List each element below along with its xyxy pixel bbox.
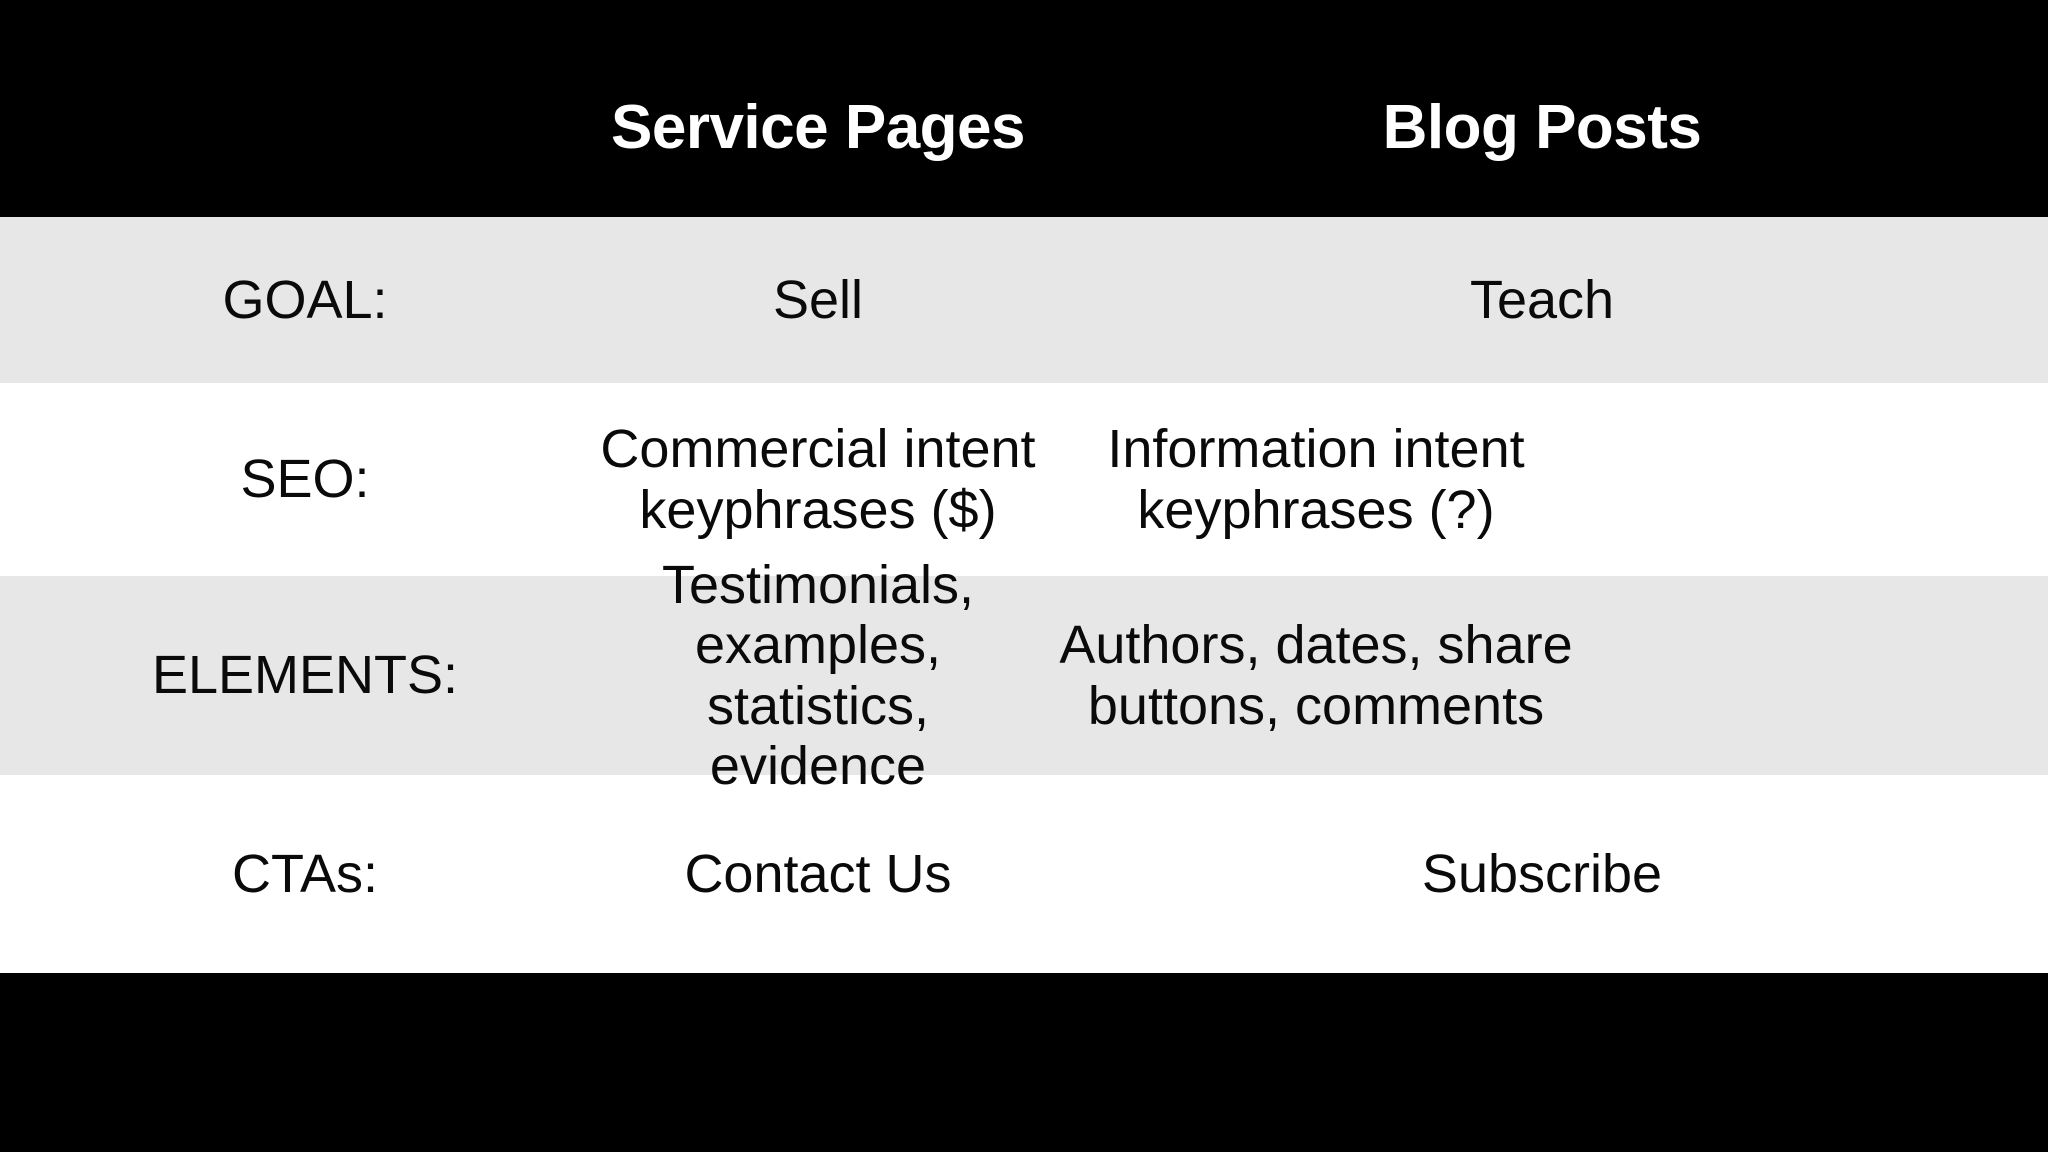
column-header-label (0, 159, 600, 217)
row-label-goal: GOAL: (222, 269, 388, 330)
row-label-ctas: CTAs: (232, 843, 378, 904)
cell-seo-blog-posts: Information intent keyphrases (?) (1107, 419, 1525, 540)
table-header-row: Service Pages Blog Posts (0, 0, 2048, 217)
row-label-seo: SEO: (240, 449, 370, 510)
cell-elements-service-pages: Testimonials, examples, statistics, evid… (661, 554, 975, 796)
table-row: GOAL: Sell Teach (0, 217, 2048, 383)
cell-elements-blog-posts: Authors, dates, share buttons, comments (1059, 615, 1573, 736)
cell-seo-service-pages: Commercial intent keyphrases ($) (600, 419, 1036, 540)
table-row: ELEMENTS: Testimonials, examples, statis… (0, 554, 2048, 796)
cell-goal-blog-posts: Teach (1469, 269, 1615, 330)
column-header-service-pages: Service Pages (610, 93, 1026, 162)
table-row: CTAs: Contact Us Subscribe (0, 775, 2048, 973)
cell-ctas-blog-posts: Subscribe (1421, 843, 1663, 904)
table-row: SEO: Commercial intent keyphrases ($) In… (0, 383, 2048, 576)
cell-goal-service-pages: Sell (772, 269, 864, 330)
row-label-elements: ELEMENTS: (151, 645, 459, 706)
footer-band (0, 973, 2048, 1152)
table-body: GOAL: Sell Teach SEO: Commercial intent … (0, 217, 2048, 973)
column-header-blog-posts: Blog Posts (1382, 93, 1702, 162)
cell-ctas-service-pages: Contact Us (684, 843, 952, 904)
